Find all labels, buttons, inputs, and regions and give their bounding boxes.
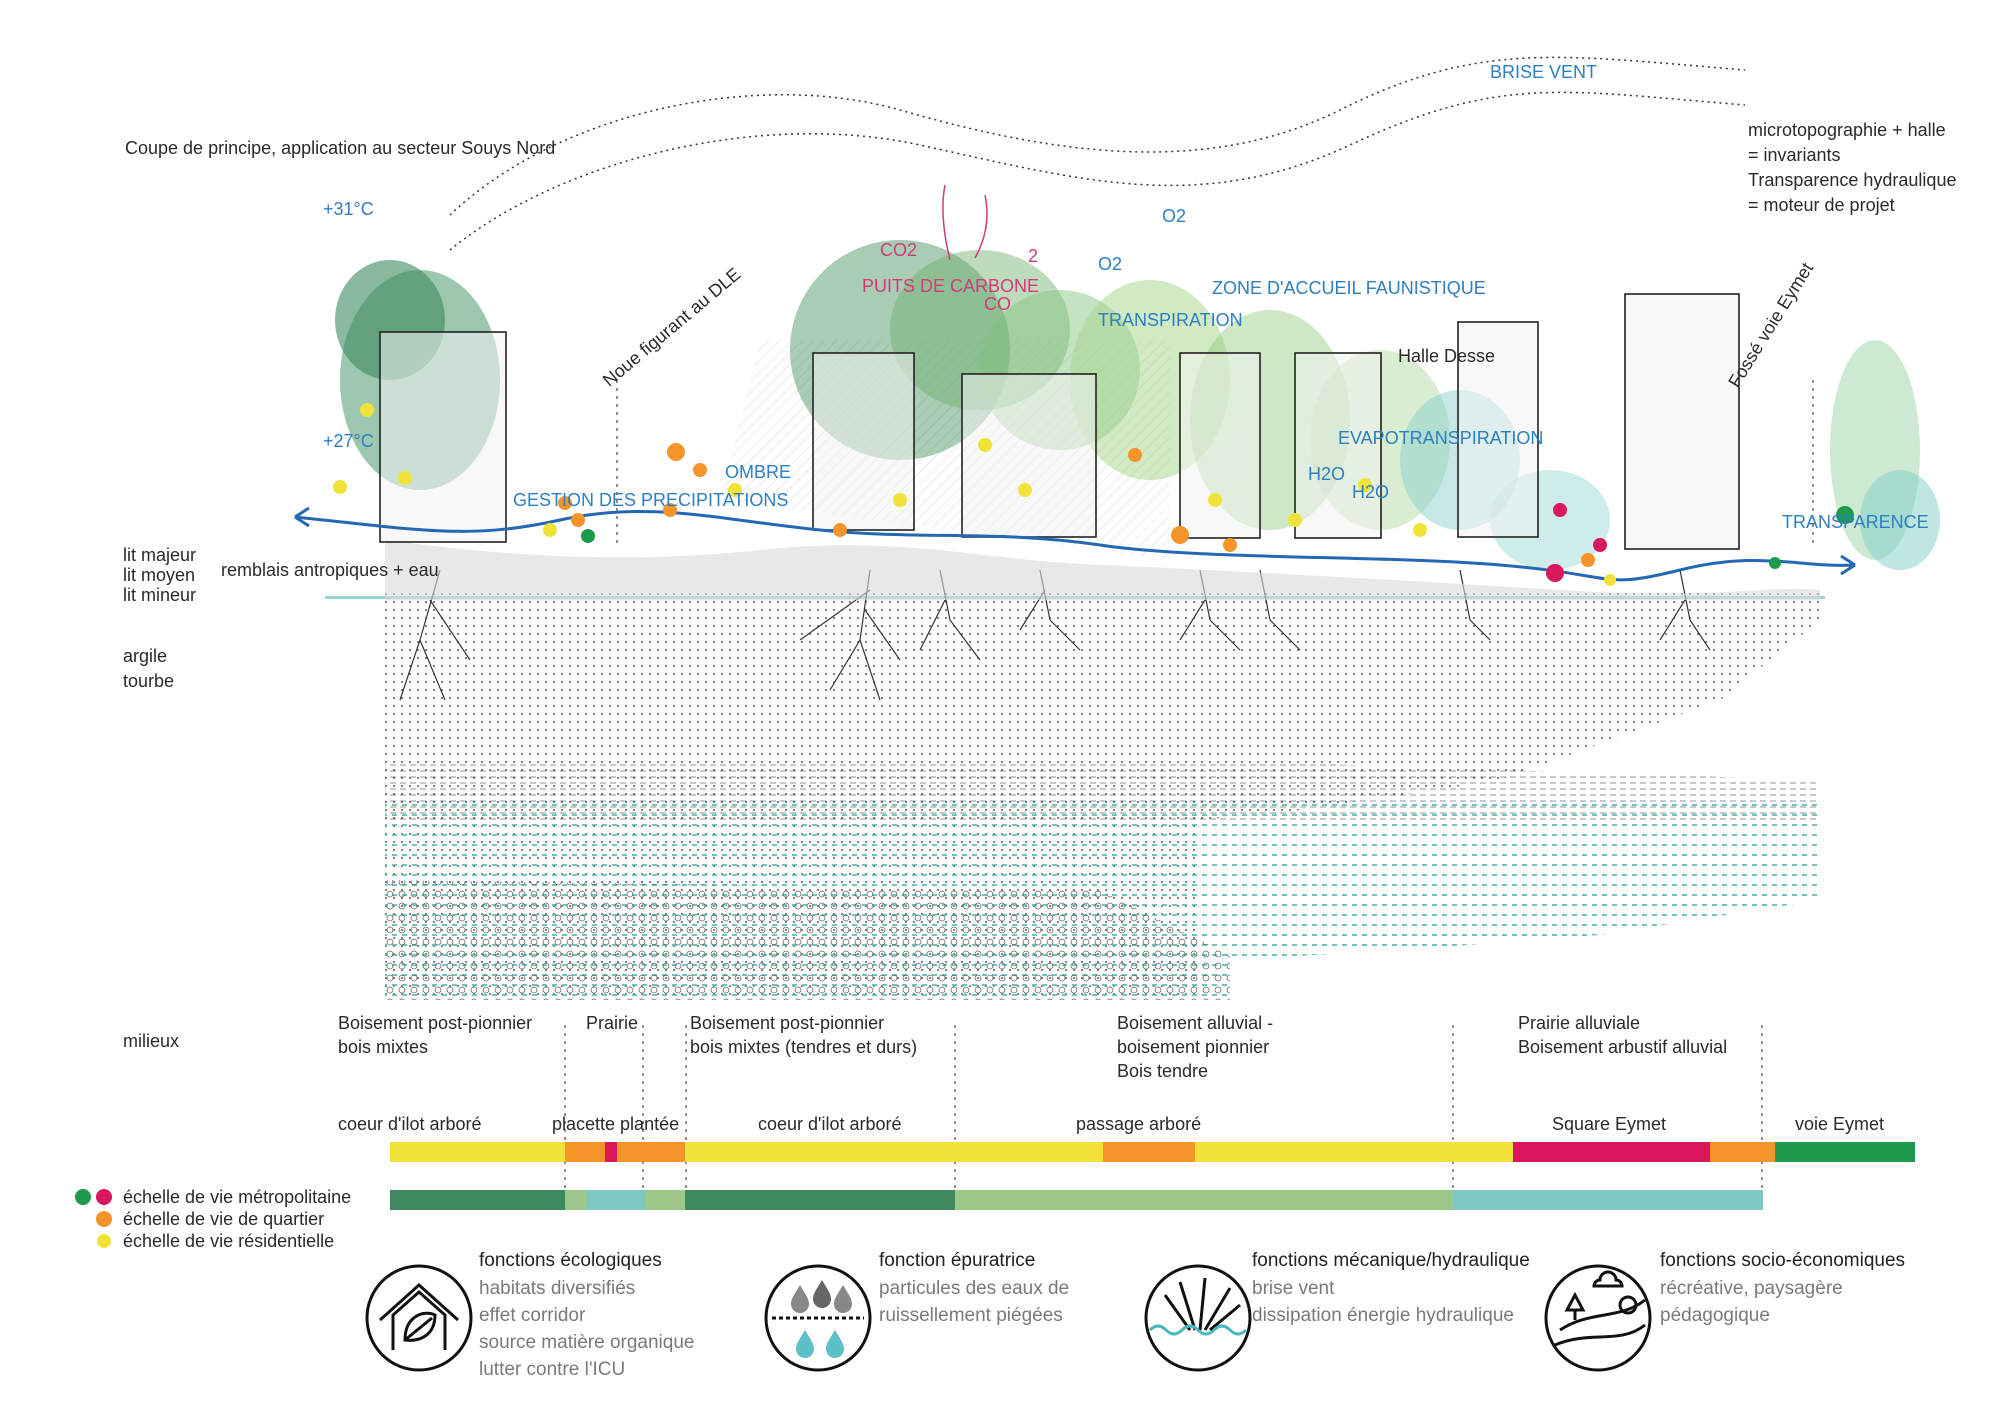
milieux-bar (390, 1190, 1763, 1210)
function-title: fonctions socio-économiques (1660, 1250, 1906, 1271)
function-description: brise vent dissipation énergie hydrauliq… (1252, 1278, 1514, 1326)
o2-label-b: O2 (1098, 254, 1123, 274)
soil-layers (325, 590, 1825, 1000)
function-description: particules des eaux de ruissellement pié… (879, 1278, 1070, 1326)
hydraulic-flow-line (294, 506, 1856, 582)
zone-faunistique-label: ZONE D'ACCUEIL FAUNISTIQUE (1212, 278, 1486, 298)
invariants-note: microtopographie + halle = invariants Tr… (1748, 120, 1957, 215)
milieu-label: Boisement post-pionnier bois mixtes (338, 1013, 533, 1057)
remblais-label: remblais antropiques + eau (221, 560, 439, 580)
house-leaf-icon (365, 1264, 473, 1372)
lit-majeur-label: lit majeur (123, 545, 197, 565)
legend-item: échelle de vie résidentielle (123, 1231, 335, 1251)
temp-high-label: +31°C (323, 199, 374, 219)
space-label: placette plantée (552, 1114, 680, 1134)
milieux-label: milieux (123, 1031, 180, 1051)
legend-item: échelle de vie métropolitaine (123, 1187, 352, 1207)
puits-carbone-label: PUITS DE CARBONE (862, 276, 1040, 296)
section-dividers (564, 380, 1814, 1210)
evapotranspiration-label: EVAPOTRANSPIRATION (1338, 428, 1544, 448)
water-drops-icon (764, 1264, 872, 1372)
milieu-label: Prairie (586, 1013, 639, 1033)
co2-label: CO2 (880, 240, 918, 260)
function-title: fonction épuratrice (879, 1250, 1036, 1271)
function-description: récréative, paysagère pédagogique (1660, 1278, 1843, 1326)
ground-surface (385, 540, 1820, 600)
ombre-label: OMBRE (725, 462, 792, 482)
lit-moyen-label: lit moyen (123, 565, 196, 585)
halle-desse-label: Halle Desse (1398, 346, 1496, 366)
grass-wave-icon (1144, 1264, 1252, 1372)
co-label: CO (984, 294, 1011, 314)
carbon-arrows (942, 184, 988, 261)
function-title: fonctions mécanique/hydraulique (1252, 1250, 1530, 1271)
transparence-label: TRANSPARENCE (1782, 512, 1929, 532)
usage-dots (333, 403, 1854, 586)
space-label: coeur d'ilot arboré (758, 1114, 902, 1134)
lit-mineur-label: lit mineur (123, 585, 197, 605)
co2-subscript: 2 (1028, 246, 1039, 266)
landscape-icon (1544, 1264, 1652, 1372)
gestion-precipitations-label: GESTION DES PRECIPITATIONS (513, 490, 789, 510)
h2o-label-a: H2O (1308, 464, 1346, 484)
function-title: fonctions écologiques (479, 1250, 662, 1271)
argile-label: argile (123, 646, 168, 666)
space-bar (390, 1142, 1915, 1162)
function-description: habitats diversifiés effet corridor sour… (479, 1278, 695, 1380)
brise-vent-label: BRISE VENT (1490, 62, 1598, 82)
h2o-label-b: H2O (1352, 482, 1390, 502)
transpiration-label: TRANSPIRATION (1098, 310, 1243, 330)
o2-label-a: O2 (1162, 206, 1187, 226)
legend-item: échelle de vie de quartier (123, 1209, 325, 1229)
space-label: Square Eymet (1552, 1114, 1667, 1134)
wind-lines (449, 56, 1746, 251)
legend-dots (75, 1189, 112, 1248)
milieu-label: Boisement post-pionnier bois mixtes (ten… (690, 1013, 918, 1057)
milieu-label: Prairie alluviale Boisement arbustif all… (1518, 1013, 1728, 1057)
milieu-label: Boisement alluvial - boisement pionnier … (1117, 1013, 1274, 1081)
tourbe-label: tourbe (123, 671, 175, 691)
space-label: passage arboré (1076, 1114, 1202, 1134)
buildings (379, 293, 1740, 550)
space-label: coeur d'ilot arboré (338, 1114, 482, 1134)
space-label: voie Eymet (1795, 1114, 1885, 1134)
temp-low-label: +27°C (323, 431, 374, 451)
diagram-title: Coupe de principe, application au secteu… (125, 138, 556, 158)
